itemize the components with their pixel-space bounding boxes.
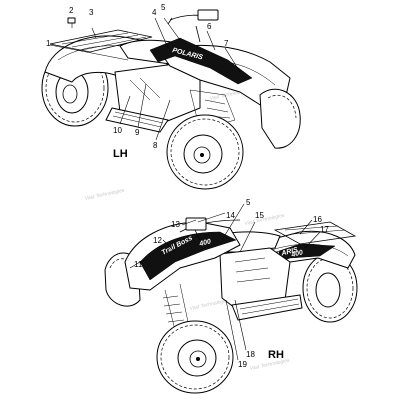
callout-16: 16 [313, 215, 322, 224]
callout-12: 12 [153, 236, 162, 245]
decal-model-text-rh: 400 [290, 249, 304, 259]
callout-11: 11 [134, 260, 143, 269]
view-label-lh: LH [113, 148, 128, 160]
callout-1: 1 [46, 39, 51, 48]
callout-18: 18 [246, 350, 255, 359]
leaders-left [49, 17, 241, 141]
callout-2: 2 [69, 6, 74, 15]
watermark: Vast Technologies [84, 188, 125, 202]
callout-7: 7 [224, 39, 229, 48]
callout-13: 13 [171, 220, 180, 229]
hood-decal [149, 37, 253, 85]
callout-6: 6 [207, 22, 212, 31]
callout-19: 19 [238, 360, 247, 369]
atv-left-view: POLARIS Trail Boss [41, 3, 301, 190]
front-wheel [166, 114, 244, 190]
leaders-right [129, 203, 321, 361]
callout-3: 3 [89, 8, 94, 17]
part-2-indicator [67, 17, 76, 24]
far-front-wheel [259, 88, 301, 149]
callout-8: 8 [153, 141, 158, 150]
atv-right-view: POLARIS 400 Trail Boss 400 [104, 198, 358, 394]
callout-4: 4 [152, 8, 157, 17]
rear-rack [49, 29, 153, 53]
callout-10: 10 [113, 126, 122, 135]
front-suspension [162, 283, 189, 331]
callout-15: 15 [255, 211, 264, 220]
callout-5: 5 [161, 3, 166, 12]
handlebar [167, 9, 219, 43]
callout-5b: 5 [246, 198, 251, 207]
callout-14: 14 [226, 211, 235, 220]
watermark: Vast Technologies [244, 213, 285, 227]
hood-decal-rh [139, 231, 237, 281]
decal-model-text-front-rh: 400 [198, 238, 212, 248]
callout-9: 9 [135, 128, 140, 137]
callout-17: 17 [320, 225, 329, 234]
view-label-rh: RH [268, 349, 284, 361]
front-wheel-rh [156, 320, 234, 394]
footrest [105, 107, 169, 133]
rear-rack-rh [273, 221, 357, 245]
